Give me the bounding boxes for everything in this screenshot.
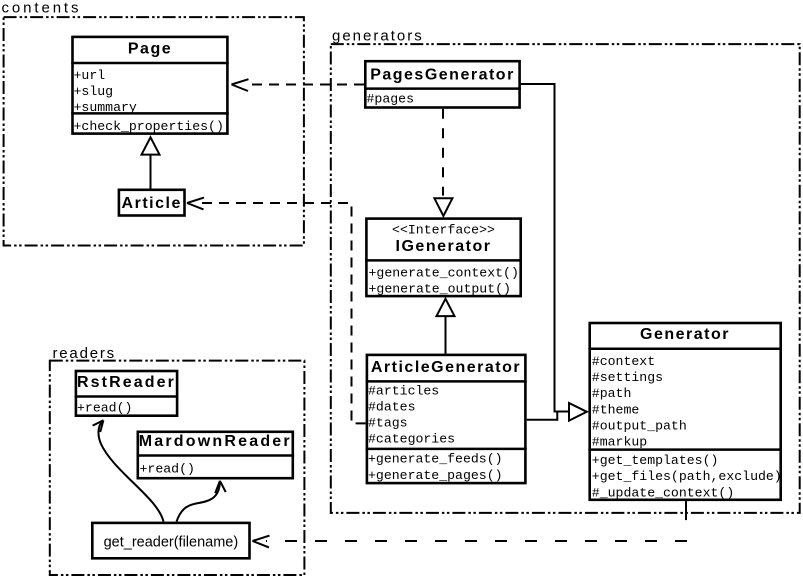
svg-text:<<Interface>>: <<Interface>> xyxy=(392,223,495,238)
svg-text:MardownReader: MardownReader xyxy=(139,433,292,450)
svg-text:IGenerator: IGenerator xyxy=(396,238,492,255)
svg-text:#pages: #pages xyxy=(367,92,414,107)
svg-text:+read(): +read() xyxy=(140,462,195,477)
svg-text:+read(): +read() xyxy=(77,401,132,416)
svg-text:#markup: #markup xyxy=(592,435,647,450)
svg-text:ArticleGenerator: ArticleGenerator xyxy=(371,359,521,376)
svg-text:generators: generators xyxy=(332,28,424,45)
svg-text:+get_files(path,exclude): +get_files(path,exclude) xyxy=(592,469,782,484)
svg-text:#articles: #articles xyxy=(368,383,439,398)
svg-text:Page: Page xyxy=(128,41,172,58)
svg-text:PagesGenerator: PagesGenerator xyxy=(370,67,515,84)
svg-text:Article: Article xyxy=(122,195,182,212)
svg-text:#output_path: #output_path xyxy=(592,418,687,433)
svg-text:get_reader(filename): get_reader(filename) xyxy=(104,535,239,551)
svg-text:#_update_context(): #_update_context() xyxy=(592,485,734,500)
svg-text:+slug: +slug xyxy=(74,84,114,99)
svg-text:#context: #context xyxy=(592,354,655,369)
svg-text:#path: #path xyxy=(592,386,632,401)
svg-text:+generate_context(): +generate_context() xyxy=(369,266,519,281)
svg-text:Generator: Generator xyxy=(640,326,730,343)
svg-text:#tags: #tags xyxy=(368,415,408,430)
svg-text:+url: +url xyxy=(74,68,106,83)
svg-text:+get_templates(): +get_templates() xyxy=(592,453,719,468)
svg-text:#dates: #dates xyxy=(368,399,415,414)
svg-text:RstReader: RstReader xyxy=(77,374,176,391)
svg-text:+summary: +summary xyxy=(74,100,137,115)
svg-text:+generate_output(): +generate_output() xyxy=(369,281,511,296)
svg-text:+check_properties(): +check_properties() xyxy=(74,119,224,134)
svg-text:#categories: #categories xyxy=(368,432,455,447)
svg-text:+generate_feeds(): +generate_feeds() xyxy=(368,452,503,467)
svg-text:+generate_pages(): +generate_pages() xyxy=(368,468,503,483)
svg-text:contents: contents xyxy=(2,0,82,16)
svg-text:#settings: #settings xyxy=(592,370,663,385)
svg-text:#theme: #theme xyxy=(592,402,640,417)
svg-text:readers: readers xyxy=(53,345,116,362)
